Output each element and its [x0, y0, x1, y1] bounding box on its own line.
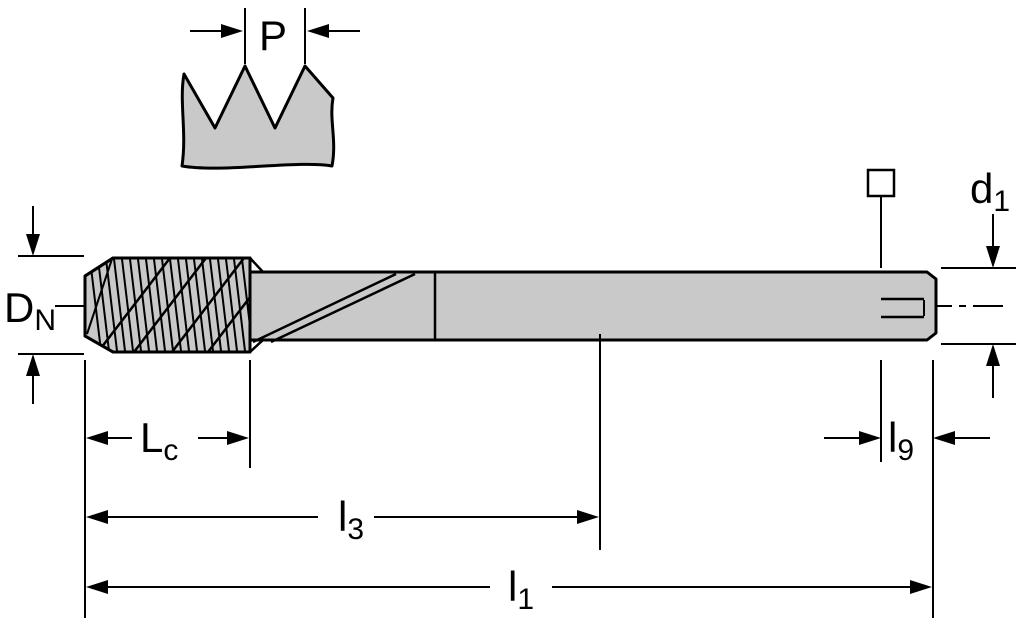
overall-length-label: l1: [508, 563, 534, 616]
spiral-flute-line: [252, 272, 397, 344]
arrowhead-up: [986, 344, 1000, 366]
tap-shank: [248, 270, 938, 344]
shank-diameter-dimension: d1: [866, 165, 1016, 398]
arrowhead-up: [26, 354, 40, 376]
nominal-diameter-label: DN: [4, 284, 56, 337]
chamfer-edge-line: [86, 258, 113, 335]
arrowhead-right: [221, 24, 243, 38]
arrowhead-right: [859, 431, 881, 445]
square-length-label: l9: [888, 414, 914, 467]
arrowhead-left: [86, 580, 108, 594]
arrowhead-left: [86, 431, 108, 445]
arrowhead-right: [577, 510, 599, 524]
arrowhead-left: [86, 510, 108, 524]
pitch-label: P: [259, 12, 287, 59]
arrowhead-right: [227, 431, 249, 445]
thread-profile-detail: P: [180, 8, 360, 170]
thread-runout-top: [249, 257, 264, 273]
length-l3-label: l3: [338, 493, 364, 546]
overall-length-dimension: l1: [86, 360, 934, 618]
square-drive-symbol: [866, 168, 896, 198]
nominal-diameter-dimension: DN: [4, 206, 84, 404]
arrowhead-left: [933, 431, 955, 445]
thread-profile-shape: [180, 64, 336, 170]
arrowhead-left: [307, 24, 329, 38]
arrowhead-down: [26, 234, 40, 256]
spiral-flute-line: [270, 272, 416, 344]
square-length-dimension: l9: [824, 360, 990, 467]
arrowhead-down: [986, 246, 1000, 268]
chamfer-length-label: Lc: [140, 414, 178, 467]
length-l3-dimension: l3: [86, 334, 601, 550]
shank-body: [248, 270, 938, 342]
chamfer-length-dimension: Lc: [84, 360, 251, 618]
thread-hatching: [89, 258, 250, 352]
arrowhead-right: [910, 580, 932, 594]
flute-band: [95, 258, 209, 352]
shank-diameter-label: d1: [970, 165, 1010, 218]
thread-runout-bottom: [249, 339, 264, 353]
tap-thread-section: [83, 256, 264, 354]
flute-band: [169, 258, 250, 352]
